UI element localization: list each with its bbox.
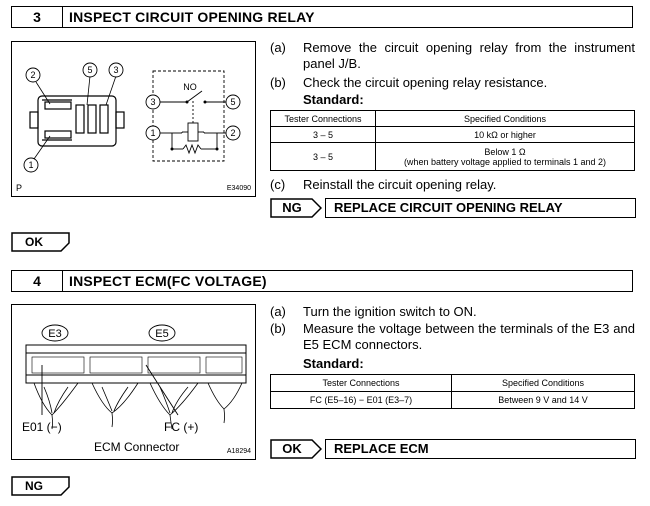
connector-e3-label: E3 <box>48 328 61 340</box>
instruction-b: (b) Check the circuit opening relay resi… <box>270 75 548 90</box>
step-4-header: 4 INSPECT ECM(FC VOLTAGE) <box>11 270 633 292</box>
ecm-connector-diagram: E3 E5 <box>25 324 247 430</box>
terminal-fc-label: FC (+) <box>164 420 199 434</box>
figure-id: E34090 <box>226 185 251 192</box>
table-row: 3 – 5 10 kΩ or higher <box>270 126 635 143</box>
table-row: 3 – 5 Below 1 Ω(when battery voltage app… <box>270 142 635 171</box>
standard-label: Standard: <box>303 356 364 371</box>
table-header: Specified Conditions <box>451 374 635 392</box>
ok-result: OK <box>11 232 71 252</box>
voltage-table: Tester Connections Specified Conditions … <box>270 374 635 409</box>
pin-label-2: 2 <box>30 70 35 80</box>
resistance-table: Tester Connections Specified Conditions … <box>270 110 635 171</box>
ok-result: OK REPLACE ECM <box>270 439 636 459</box>
ok-tag: OK <box>270 439 322 459</box>
step-title: INSPECT CIRCUIT OPENING RELAY <box>69 9 315 25</box>
standard-label: Standard: <box>303 92 364 107</box>
table-header: Specified Conditions <box>375 110 635 127</box>
ecm-figure: E3 E5 E01 (−) FC (+) ECM Connector A1829… <box>11 304 256 460</box>
step-3-header: 3 INSPECT CIRCUIT OPENING RELAY <box>11 6 633 28</box>
pin-label-1: 1 <box>28 160 33 170</box>
sch-pin-3: 3 <box>150 97 155 107</box>
figure-id: A18294 <box>226 448 251 455</box>
ng-result: NG REPLACE CIRCUIT OPENING RELAY <box>270 198 636 218</box>
instruction-a: (a) Remove the circuit opening relay fro… <box>270 40 635 71</box>
terminal-e01-label: E01 (−) <box>22 420 62 434</box>
table-header: Tester Connections <box>270 374 452 392</box>
relay-diagram: 2 5 3 1 3 5 1 2 NO <box>23 62 241 173</box>
instruction-c: (c) Reinstall the circuit opening relay. <box>270 177 497 192</box>
ok-action: REPLACE ECM <box>325 439 636 459</box>
ng-action: REPLACE CIRCUIT OPENING RELAY <box>325 198 636 218</box>
pin-label-3: 3 <box>113 65 118 75</box>
figure-caption: ECM Connector <box>94 440 180 454</box>
table-header: Tester Connections <box>270 110 376 127</box>
sch-pin-5: 5 <box>230 97 235 107</box>
ng-result: NG <box>11 476 71 496</box>
connector-e5-label: E5 <box>155 328 168 340</box>
step-title: INSPECT ECM(FC VOLTAGE) <box>69 273 267 289</box>
instruction-a: (a) Turn the ignition switch to ON. <box>270 304 477 319</box>
sch-pin-1: 1 <box>150 128 155 138</box>
relay-figure: 2 5 3 1 3 5 1 2 NO P E34090 <box>11 41 256 197</box>
step-number: 3 <box>12 7 63 27</box>
no-label: NO <box>183 82 197 92</box>
step-number: 4 <box>12 271 63 291</box>
sch-pin-2: 2 <box>230 128 235 138</box>
pin-label-5: 5 <box>87 65 92 75</box>
ng-tag: NG <box>270 198 322 218</box>
table-row: FC (E5–16) − E01 (E3–7) Between 9 V and … <box>270 391 635 409</box>
instruction-b: (b) Measure the voltage between the term… <box>270 321 635 352</box>
figure-corner-mark: P <box>16 183 23 193</box>
